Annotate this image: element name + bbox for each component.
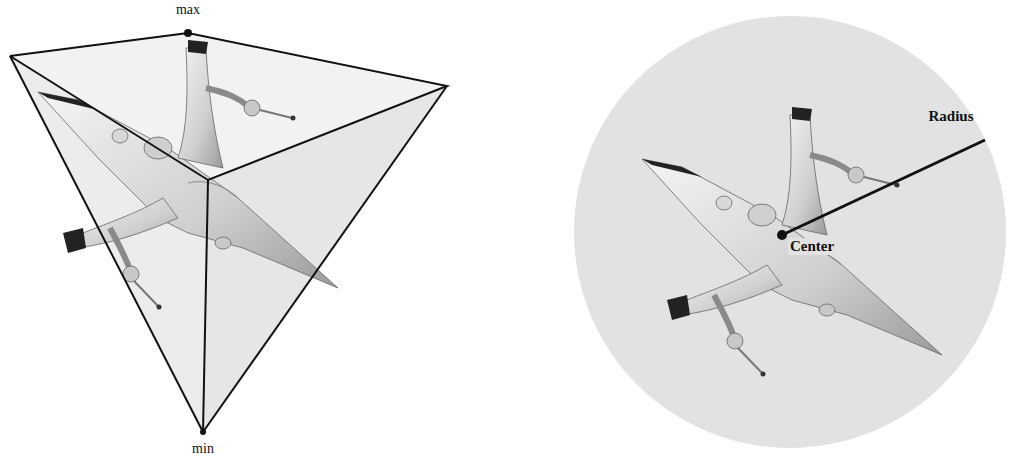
radius-label: Radius bbox=[928, 108, 973, 125]
center-label: Center bbox=[788, 238, 836, 255]
vertex-label: min bbox=[192, 441, 214, 456]
vertex-label: max bbox=[176, 2, 200, 17]
